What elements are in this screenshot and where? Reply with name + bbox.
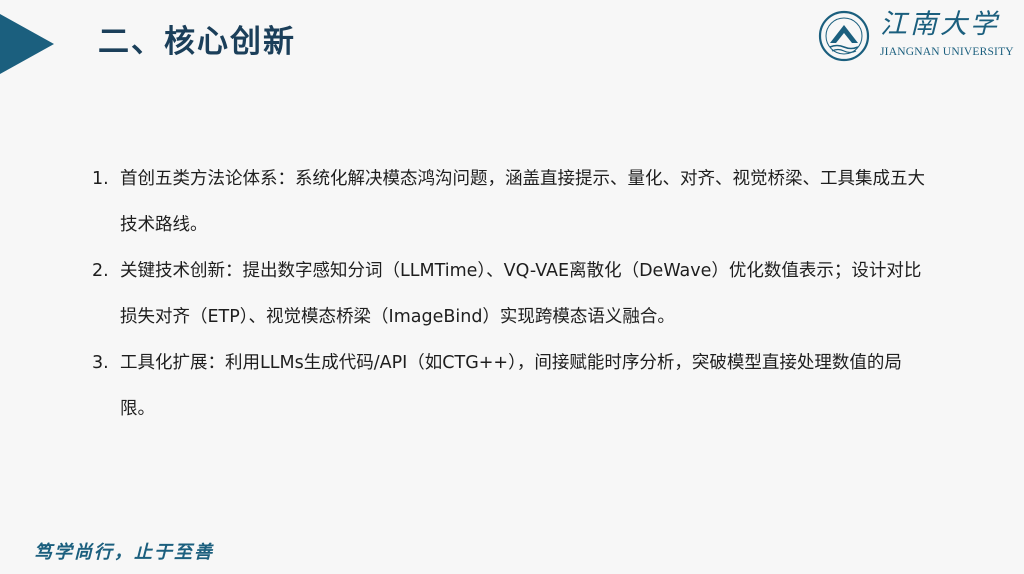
university-motto: 笃学尚行，止于至善: [34, 542, 214, 563]
university-emblem-icon: [818, 10, 870, 62]
header-triangle-marker: [0, 14, 54, 74]
item-text: 首创五类方法论体系：系统化解决模态鸿沟问题，涵盖直接提示、量化、对齐、视觉桥梁、…: [120, 169, 925, 235]
innovation-list: 1. 首创五类方法论体系：系统化解决模态鸿沟问题，涵盖直接提示、量化、对齐、视觉…: [92, 156, 932, 432]
item-text: 关键技术创新：提出数字感知分词（LLMTime）、VQ-VAE离散化（DeWav…: [120, 261, 922, 327]
item-number: 2.: [92, 261, 109, 281]
university-logo: 江南大学 JIANGNAN UNIVERSITY: [818, 6, 1018, 64]
list-item: 2. 关键技术创新：提出数字感知分词（LLMTime）、VQ-VAE离散化（De…: [92, 248, 932, 340]
item-text: 工具化扩展：利用LLMs生成代码/API（如CTG++），间接赋能时序分析，突破…: [120, 353, 902, 419]
item-number: 1.: [92, 169, 109, 189]
item-number: 3.: [92, 353, 109, 373]
list-item: 3. 工具化扩展：利用LLMs生成代码/API（如CTG++），间接赋能时序分析…: [92, 340, 932, 432]
slide-title: 二、核心创新: [98, 24, 296, 60]
university-name-en: JIANGNAN UNIVERSITY: [880, 46, 1014, 58]
university-name-cn: 江南大学: [880, 9, 1000, 40]
list-item: 1. 首创五类方法论体系：系统化解决模态鸿沟问题，涵盖直接提示、量化、对齐、视觉…: [92, 156, 932, 248]
